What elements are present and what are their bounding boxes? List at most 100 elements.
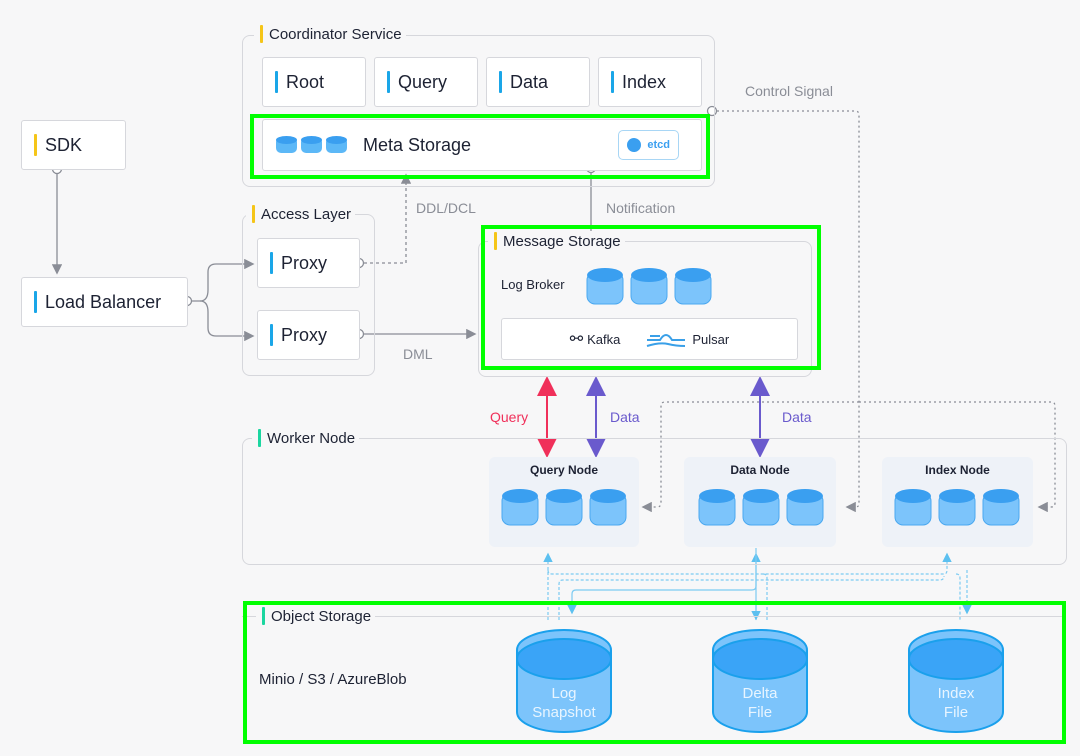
cylinder-top [516,638,612,680]
accent-bar [494,232,497,250]
message-storage-title-text: Message Storage [503,232,621,250]
root-coord-label: Root [286,71,325,92]
index-node-storage-edge [955,573,961,620]
cylinder-top [787,489,823,503]
store-label-line1: Delta [742,685,778,702]
log-broker-label: Log Broker [501,277,565,292]
object-storage-title-text: Object Storage [271,607,372,625]
control-signal-label: Control Signal [745,83,833,99]
store-label-line1: Log [551,685,577,702]
proxy-label: Proxy [281,252,328,273]
cylinder-top [546,489,582,503]
access-layer-title-text: Access Layer [261,205,352,223]
index-coord-label: Index [622,71,667,92]
accent-bar [275,71,278,93]
index-file-cylinder-icon [908,629,1004,733]
worker-node-title: Worker Node [252,428,360,448]
accent-bar [258,429,261,447]
cylinder-top [502,489,538,503]
control-signal-index-edge [859,401,1056,513]
store-label-line2: File [747,704,773,721]
sdk-box[interactable]: SDK [21,120,126,170]
message-storage-title: Message Storage [488,231,625,251]
store-label-line2: Snapshot [532,704,596,721]
control-signal-query-edge [641,401,859,513]
message-storage-group [478,241,812,377]
object-storage-title: Object Storage [256,606,376,626]
accent-bar [262,607,265,625]
ddl-dcl-edge [364,173,412,264]
proxy-box-1[interactable]: Proxy [257,238,360,288]
query-coord-box[interactable]: Query [374,57,478,107]
kafka-label: Kafka [587,331,621,347]
worker-node-title-text: Worker Node [267,429,356,447]
pulsar-label: Pulsar [692,331,730,347]
coordinator-service-group [242,35,715,187]
pulsar-icon [647,334,686,347]
etcd-badge: etcd [618,130,679,160]
accent-bar [260,25,263,43]
load-balancer-label: Load Balancer [45,291,162,312]
kafka-icon: ⚯ [569,331,584,348]
notification-label: Notification [606,200,676,216]
etcd-badge-label: etcd [647,139,670,151]
log-snapshot-cylinder-icon [516,629,612,733]
index-node-cylinders-icon [894,489,1020,526]
meta-storage-cylinders-icon [276,136,347,153]
cylinder-top [743,489,779,503]
meta-storage-label: Meta Storage [363,134,472,155]
cylinder-top [712,638,808,680]
proxy-box-2[interactable]: Proxy [257,310,360,360]
data-node-cylinders-icon [698,489,824,526]
worker-node-group [242,438,1067,565]
query-node-cylinders-icon [501,489,627,526]
accent-bar [611,71,614,93]
load-balancer-box[interactable]: Load Balancer [21,277,188,327]
cylinder-top [908,638,1004,680]
cylinder-top [939,489,975,503]
index-coord-box[interactable]: Index [598,57,702,107]
query-node-label: Query Node [529,463,598,477]
object-storage-divider [242,616,1065,617]
cylinder-top [590,489,626,503]
data-node-label: Data Node [730,463,790,477]
access-layer-title: Access Layer [246,204,356,224]
data-node[interactable]: Data Node [684,457,836,547]
data-coord-box[interactable]: Data [486,57,590,107]
coordinator-service-title: Coordinator Service [254,24,406,44]
log-broker-cylinders-icon [586,268,712,305]
accent-bar [270,324,273,346]
root-coord-box[interactable]: Root [262,57,366,107]
accent-bar [34,291,37,313]
accent-bar [270,252,273,274]
cylinder-top [699,489,735,503]
accent-bar [387,71,390,93]
query-node[interactable]: Query Node [489,457,639,547]
lb-to-proxy2-edge [199,300,255,342]
lb-to-proxy1-edge [192,258,255,302]
proxy-label: Proxy [281,324,328,345]
ddl-dcl-label: DDL/DCL [416,200,476,216]
dml-label: DML [403,346,433,362]
query-coord-label: Query [398,71,448,92]
data-edge-label-right: Data [782,409,812,425]
delta-file-cylinder-icon [712,629,808,733]
coordinator-service-title-text: Coordinator Service [269,25,402,43]
accent-bar [252,205,255,223]
cylinder-top [983,489,1019,503]
data-coord-label: Data [510,71,549,92]
broker-engines-box: ⚯ Kafka Pulsar [501,318,798,360]
index-node[interactable]: Index Node [882,457,1033,547]
index-node-label: Index Node [925,463,990,477]
meta-storage-box[interactable]: Meta Storage etcd [262,119,702,171]
object-storage-backends: Minio / S3 / AzureBlob [259,671,407,688]
etcd-icon [627,138,642,152]
store-label-line2: File [943,704,969,721]
query-edge-label: Query [490,409,529,425]
sdk-label: SDK [45,134,83,155]
cylinder-top [895,489,931,503]
data-edge-label-left: Data [610,409,640,425]
store-label-line1: Index [937,685,975,702]
accent-bar [499,71,502,93]
accent-bar [34,134,37,156]
